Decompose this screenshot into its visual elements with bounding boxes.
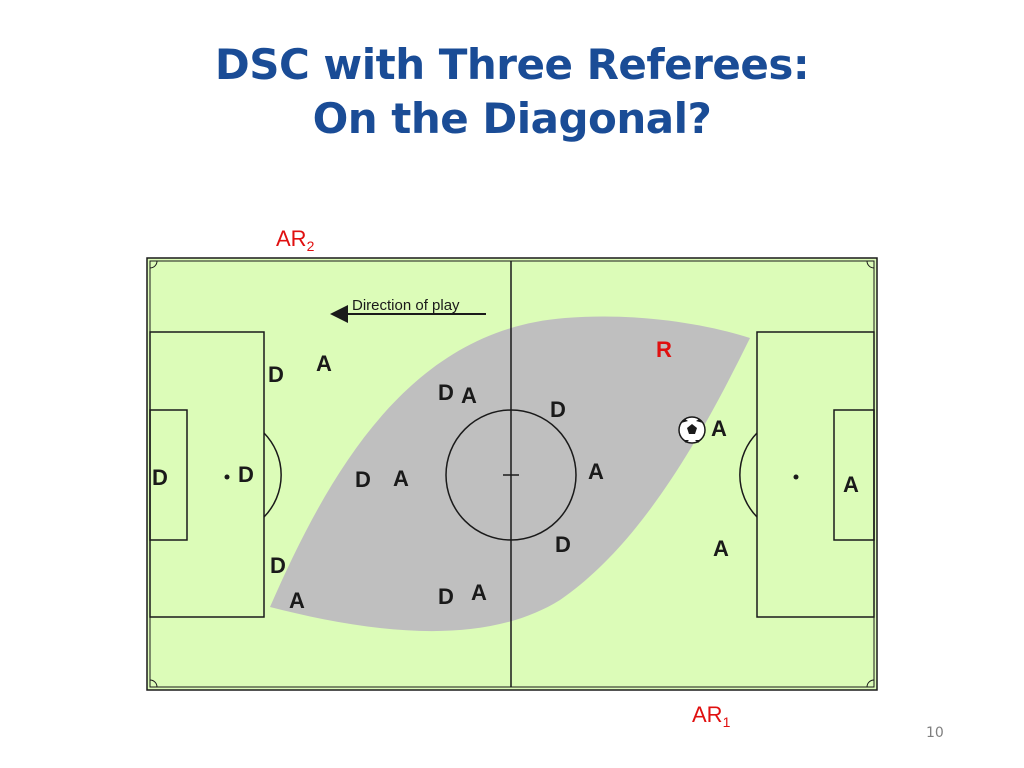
left-goal-area (149, 409, 188, 541)
defender-marker: D (550, 397, 566, 422)
attacker-marker: A (588, 459, 604, 484)
direction-of-play-label: Direction of play (352, 297, 460, 314)
defender-marker: D (555, 532, 571, 557)
attacker-marker: A (843, 472, 859, 497)
corner-arcs (149, 260, 875, 688)
right-penalty-spot (793, 474, 799, 480)
slide-title: DSC with Three Referees: On the Diagonal… (0, 38, 1024, 146)
attacker-marker: A (471, 580, 487, 605)
center-circle (445, 409, 577, 541)
defender-marker: D (438, 584, 454, 609)
attacker-marker: A (461, 383, 477, 408)
attacker-marker: A (393, 466, 409, 491)
assistant-referee-1-label: AR1 (692, 702, 731, 730)
left-penalty-spot (224, 474, 230, 480)
defender-marker: D (152, 465, 168, 490)
assistant-referee-2-label: AR2 (276, 226, 315, 254)
slide-title-line-2: On the Diagonal? (312, 94, 712, 143)
right-goal-area (833, 409, 875, 541)
defender-marker: D (270, 553, 286, 578)
right-penalty-arc (739, 432, 758, 518)
slide-title-line-1: DSC with Three Referees: (214, 40, 810, 89)
defender-marker: D (238, 462, 254, 487)
defender-marker: D (355, 467, 371, 492)
diagonal-zone (270, 316, 750, 632)
direction-arrow-icon (330, 305, 348, 323)
left-penalty-arc (263, 432, 282, 518)
page-number: 10 (926, 725, 944, 741)
attacker-marker: A (713, 536, 729, 561)
referee-label: R (656, 337, 672, 362)
defender-marker: D (268, 362, 284, 387)
attacker-marker: A (289, 588, 305, 613)
soccer-ball-icon (678, 416, 706, 444)
attacker-marker: A (711, 416, 727, 441)
defender-marker: D (438, 380, 454, 405)
attacker-marker: A (316, 351, 332, 376)
